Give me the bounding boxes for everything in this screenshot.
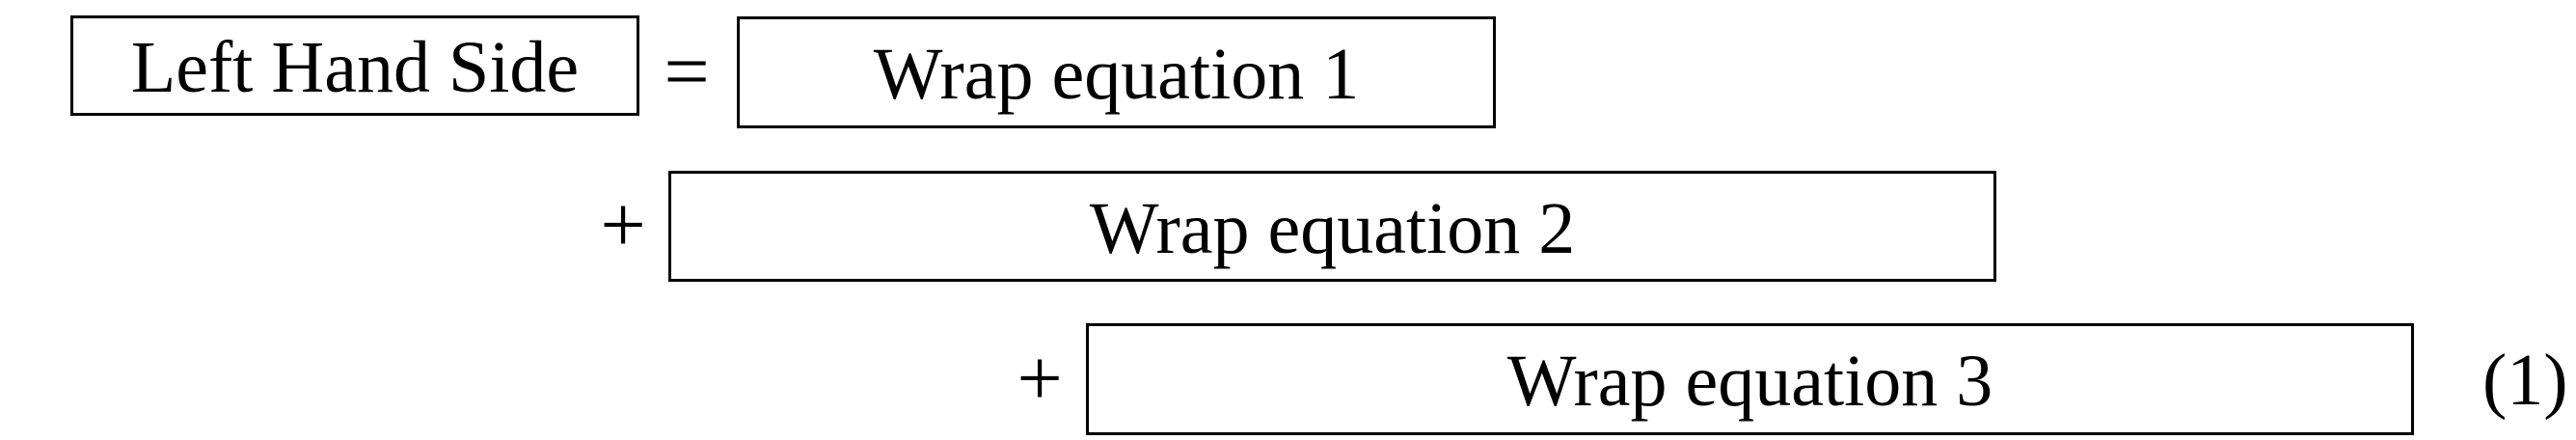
plus-sign-2: + — [1017, 334, 1063, 424]
equation-number: (1) — [2482, 340, 2568, 421]
lhs-box: Left Hand Side — [70, 15, 639, 116]
equals-sign: = — [664, 27, 710, 117]
wrap-box-3: Wrap equation 3 — [1086, 323, 2414, 435]
plus-sign-1: + — [600, 180, 646, 270]
lhs-label: Left Hand Side — [130, 27, 580, 108]
wrap-box-1: Wrap equation 1 — [737, 16, 1496, 128]
wrap-label-2: Wrap equation 2 — [1089, 187, 1576, 269]
wrap-label-3: Wrap equation 3 — [1506, 341, 1993, 422]
wrap-box-2: Wrap equation 2 — [668, 171, 1996, 282]
wrap-label-1: Wrap equation 1 — [873, 34, 1360, 115]
